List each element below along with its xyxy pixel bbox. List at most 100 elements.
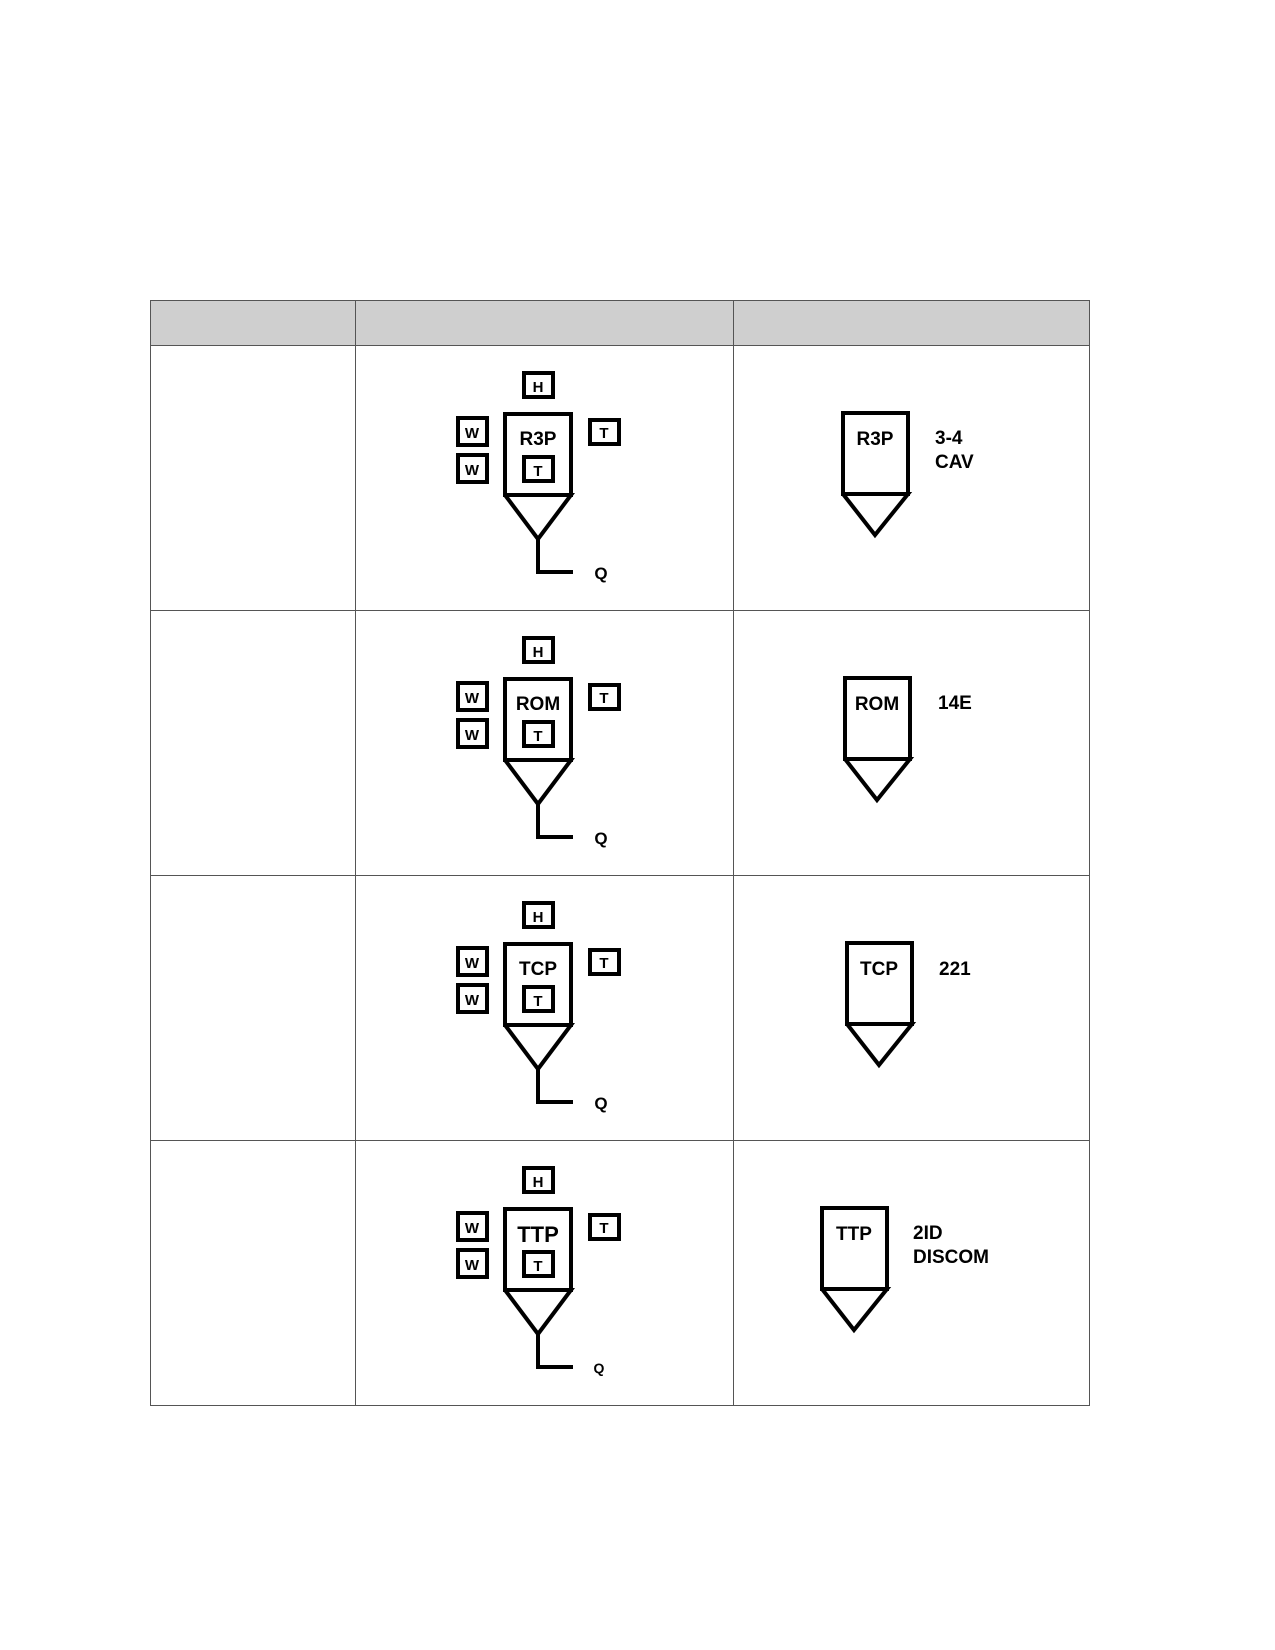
- triangle-base: [820, 1287, 892, 1334]
- triangle-base: [843, 757, 915, 804]
- inner-box-label: T: [533, 993, 542, 1010]
- left-box-label: W: [465, 462, 480, 479]
- right-box-frame: [588, 1213, 621, 1241]
- left-box-label: W: [465, 727, 480, 744]
- left-box-frame: [456, 453, 489, 484]
- table-header-row: [150, 300, 1090, 346]
- table-row: H W W T R3P T Q R3P 3-4 CAV: [150, 345, 1090, 611]
- side-label-line: 2ID: [913, 1223, 943, 1244]
- header-cell: [355, 300, 734, 346]
- left-box-label: W: [465, 690, 480, 707]
- simple-unit-symbol: R3P 3-4 CAV: [841, 411, 974, 539]
- simple-unit-symbol: TTP 2ID DISCOM: [820, 1206, 989, 1334]
- main-label: TTP: [517, 1222, 559, 1247]
- right-box-label: T: [599, 955, 608, 972]
- lead-line: [536, 804, 573, 839]
- lead-label: Q: [594, 1094, 607, 1113]
- right-box-frame: [588, 683, 621, 711]
- detailed-unit-symbol: H W W T R3P T Q: [456, 371, 621, 583]
- side-label-line: DISCOM: [913, 1247, 989, 1268]
- left-box-label: W: [465, 955, 480, 972]
- row-label-cell: [150, 875, 356, 1141]
- left-box-frame: [456, 1211, 489, 1242]
- symbol-table: H W W T R3P T Q R3P 3-4 CAV: [150, 300, 1090, 1406]
- table-row: H W W T TTP T Q TTP 2ID DISCOM: [150, 1140, 1090, 1406]
- detailed-symbol-cell: H W W T TTP T Q: [355, 1140, 734, 1406]
- table-row: H W W T ROM T Q ROM 14E: [150, 610, 1090, 876]
- right-box-label: T: [599, 1220, 608, 1237]
- inner-box-label: T: [533, 728, 542, 745]
- inner-box-label: T: [533, 463, 542, 480]
- main-label: TCP: [860, 959, 898, 980]
- left-box-frame: [456, 1248, 489, 1279]
- detailed-symbol-cell: H W W T R3P T Q: [355, 345, 734, 611]
- main-frame: [841, 411, 910, 496]
- left-box-label: W: [465, 992, 480, 1009]
- main-frame: [845, 941, 914, 1026]
- left-box-frame: [456, 416, 489, 447]
- triangle-base: [503, 1288, 575, 1338]
- right-box-label: T: [599, 425, 608, 442]
- main-frame: [843, 676, 912, 761]
- main-label: TCP: [519, 959, 557, 980]
- lead-line: [536, 1334, 573, 1369]
- side-label-line: CAV: [935, 452, 974, 473]
- side-label-line: 221: [939, 959, 971, 980]
- left-box-label: W: [465, 425, 480, 442]
- top-box-frame: [522, 371, 555, 399]
- lead-label: Q: [594, 829, 607, 848]
- triangle-base: [841, 492, 913, 539]
- top-box-label: H: [533, 379, 544, 396]
- header-cell: [733, 300, 1090, 346]
- lead-label: Q: [594, 564, 607, 583]
- lead-label: Q: [594, 1360, 605, 1376]
- simple-symbol-cell: R3P 3-4 CAV: [733, 345, 1090, 611]
- top-box-label: H: [533, 1174, 544, 1191]
- right-box-frame: [588, 948, 621, 976]
- top-box-label: H: [533, 644, 544, 661]
- inner-box-frame: [522, 720, 555, 748]
- lead-line: [536, 539, 573, 574]
- lead-line: [536, 1069, 573, 1104]
- left-box-frame: [456, 718, 489, 749]
- inner-box-frame: [522, 985, 555, 1013]
- row-label-cell: [150, 1140, 356, 1406]
- table-row: H W W T TCP T Q TCP 221: [150, 875, 1090, 1141]
- triangle-base: [503, 758, 575, 808]
- side-label-line: 14E: [938, 693, 972, 714]
- left-box-frame: [456, 681, 489, 712]
- left-box-label: W: [465, 1220, 480, 1237]
- main-label: ROM: [855, 694, 899, 715]
- header-cell: [150, 300, 356, 346]
- row-label-cell: [150, 345, 356, 611]
- inner-box-frame: [522, 1250, 555, 1278]
- left-box-frame: [456, 983, 489, 1014]
- triangle-base: [503, 493, 575, 543]
- main-label: ROM: [516, 694, 560, 715]
- detailed-symbol-cell: H W W T ROM T Q: [355, 610, 734, 876]
- simple-symbol-cell: TTP 2ID DISCOM: [733, 1140, 1090, 1406]
- main-label: TTP: [836, 1224, 872, 1245]
- left-box-label: W: [465, 1257, 480, 1274]
- main-label: R3P: [520, 429, 557, 450]
- detailed-unit-symbol: H W W T TCP T Q: [456, 901, 621, 1113]
- right-box-frame: [588, 418, 621, 446]
- inner-box-label: T: [533, 1258, 542, 1275]
- right-box-label: T: [599, 690, 608, 707]
- top-box-frame: [522, 1166, 555, 1194]
- simple-symbol-cell: ROM 14E: [733, 610, 1090, 876]
- main-frame: [820, 1206, 889, 1291]
- row-label-cell: [150, 610, 356, 876]
- top-box-frame: [522, 901, 555, 929]
- detailed-unit-symbol: H W W T TTP T Q: [456, 1166, 621, 1376]
- main-label: R3P: [857, 429, 894, 450]
- triangle-base: [503, 1023, 575, 1073]
- detailed-symbol-cell: H W W T TCP T Q: [355, 875, 734, 1141]
- left-box-frame: [456, 946, 489, 977]
- simple-unit-symbol: TCP 221: [845, 941, 971, 1069]
- simple-symbol-cell: TCP 221: [733, 875, 1090, 1141]
- triangle-base: [845, 1022, 917, 1069]
- detailed-unit-symbol: H W W T ROM T Q: [456, 636, 621, 848]
- top-box-frame: [522, 636, 555, 664]
- top-box-label: H: [533, 909, 544, 926]
